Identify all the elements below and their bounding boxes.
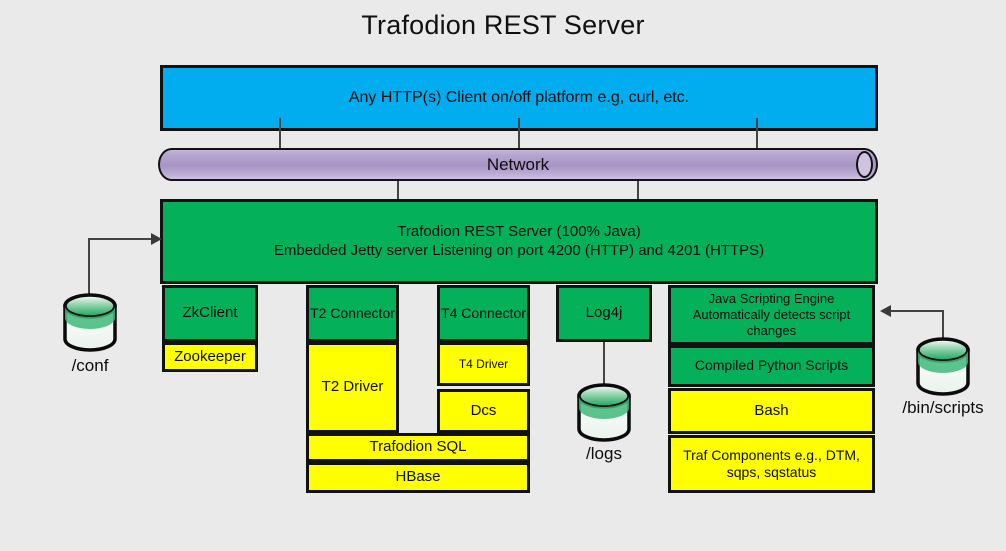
block-java-scripting-engine: Java Scripting Engine Automatically dete… — [668, 285, 875, 345]
block-compiled-python-scripts-label: Compiled Python Scripts — [694, 357, 849, 374]
database-icon — [63, 293, 117, 352]
bin-scripts-store — [912, 336, 974, 403]
block-hbase: HBase — [306, 462, 530, 493]
logs-store — [573, 382, 635, 449]
network-pipe-cap — [856, 151, 873, 178]
block-t2-driver: T2 Driver — [306, 342, 399, 433]
connector-client-network-3 — [756, 118, 758, 158]
connector-client-network-1 — [279, 118, 281, 158]
block-dcs-label: Dcs — [470, 401, 497, 419]
logs-store-label: /logs — [586, 444, 622, 463]
block-zookeeper: Zookeeper — [162, 342, 258, 372]
connector-network-server-2 — [637, 181, 639, 206]
block-trafodion-sql-label: Trafodion SQL — [369, 438, 467, 456]
conf-store — [59, 292, 121, 359]
block-zkclient: ZkClient — [162, 285, 258, 342]
block-zkclient-label: ZkClient — [182, 304, 238, 322]
block-t4-connector-label: T4 Connector — [441, 304, 526, 321]
network-label: Network — [486, 155, 550, 174]
rest-server-line1: Trafodion REST Server (100% Java) — [397, 223, 641, 241]
block-compiled-python-scripts: Compiled Python Scripts — [668, 345, 875, 387]
database-icon — [577, 383, 631, 442]
bin-scripts-arrowhead — [880, 305, 891, 317]
rest-server-line2: Embedded Jetty server Listening on port … — [273, 241, 765, 259]
block-trafodion-sql: Trafodion SQL — [306, 433, 530, 462]
block-traf-components-label: Traf Components e.g., DTM, sqps, sqstatu… — [683, 446, 860, 480]
conf-arrowhead — [151, 233, 162, 245]
block-dcs: Dcs — [437, 389, 530, 433]
block-t4-driver-label: T4 Driver — [458, 356, 509, 371]
block-zookeeper-label: Zookeeper — [174, 347, 246, 365]
bin-scripts-store-label: /bin/scripts — [902, 398, 984, 417]
block-java-scripting-engine-label: Java Scripting Engine Automatically dete… — [692, 291, 851, 338]
logs-connector-vertical — [603, 342, 605, 390]
block-bash-label: Bash — [754, 401, 789, 419]
conf-connector-vertical — [88, 238, 90, 294]
connector-network-server-1 — [397, 181, 399, 206]
client-box-label: Any HTTP(s) Client on/off platform e.g, … — [348, 89, 690, 107]
block-bash: Bash — [668, 388, 875, 434]
block-t2-connector: T2 Connector — [306, 285, 399, 342]
network-pipe — [158, 148, 878, 181]
conf-store-label: /conf — [71, 356, 109, 375]
block-t2-connector-label: T2 Connector — [310, 304, 395, 321]
block-traf-components: Traf Components e.g., DTM, sqps, sqstatu… — [668, 435, 875, 493]
block-hbase-label: HBase — [395, 468, 441, 486]
conf-connector-horizontal — [88, 238, 156, 240]
bin-scripts-connector-vertical — [942, 310, 944, 344]
bin-scripts-connector-horizontal — [891, 310, 944, 312]
page-title: Trafodion REST Server — [361, 10, 645, 40]
block-log4j: Log4j — [556, 285, 652, 342]
block-t2-driver-label: T2 Driver — [321, 378, 384, 396]
rest-server-box: Trafodion REST Server (100% Java) Embedd… — [160, 199, 878, 284]
connector-client-network-2 — [518, 118, 520, 158]
database-icon — [916, 337, 970, 396]
block-t4-driver: T4 Driver — [437, 342, 530, 386]
block-t4-connector: T4 Connector — [437, 285, 530, 342]
block-log4j-label: Log4j — [585, 304, 623, 322]
